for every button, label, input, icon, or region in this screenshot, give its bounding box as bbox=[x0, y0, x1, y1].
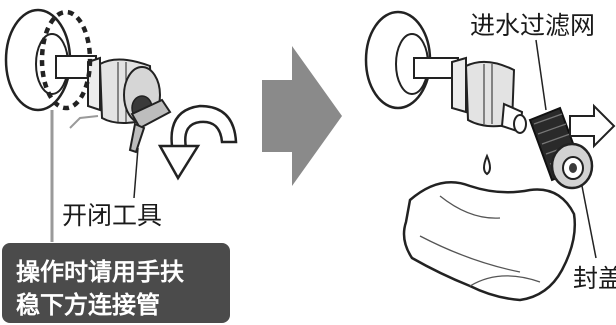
warning-box: 操作时请用手扶 稳下方连接管 bbox=[2, 243, 230, 323]
tool-label: 开闭工具 bbox=[62, 201, 163, 230]
cap-label: 封盖 bbox=[573, 264, 616, 293]
filter-label: 进水过滤网 bbox=[470, 11, 596, 40]
inlet-filter-and-cap bbox=[528, 39, 597, 259]
rotation-arrow bbox=[157, 104, 238, 181]
next-step-arrow bbox=[262, 46, 342, 186]
pull-out-arrow bbox=[569, 103, 616, 149]
left-faucet-assembly bbox=[4, 8, 172, 242]
warning-line-2: 稳下方连接管 bbox=[16, 291, 160, 319]
warning-line-1: 操作时请用手扶 bbox=[16, 258, 184, 286]
cloth-icon bbox=[402, 180, 576, 302]
